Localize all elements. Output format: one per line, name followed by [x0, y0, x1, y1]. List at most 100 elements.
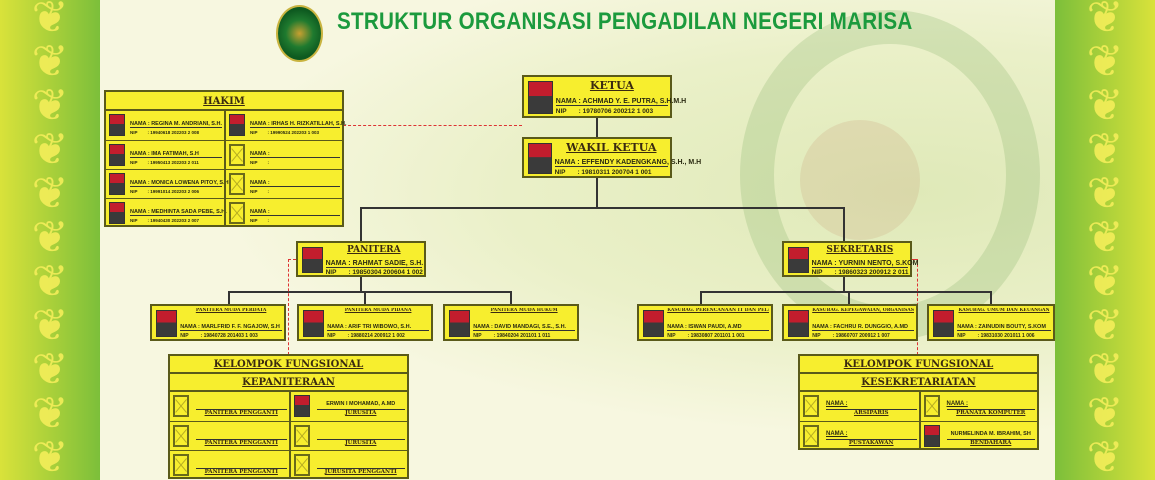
hakim-member[interactable]: NAMA : NIP: [224, 198, 342, 227]
hakim-member[interactable]: NAMA : MONICA LOWENA PITOY, S.H. NIP: 19… [106, 169, 230, 198]
nip-label: NIP [250, 218, 258, 223]
hakim-member[interactable]: NAMA : REGINA M. ANDRIANI, S.H. NIP: 199… [106, 111, 224, 140]
ketua-card[interactable]: KETUA NAMA : ACHMAD Y. E. PUTRA, S.H.M.H… [522, 75, 686, 118]
role-label: JURUSITA PENGGANTI [324, 469, 397, 475]
position-title: KETUA [589, 79, 634, 92]
panitera-muda-pidana-card[interactable]: PANITERA MUDA PIDANA NAMA : ARIF TRI WIB… [297, 304, 433, 341]
fungsional-cell[interactable]: PANITERA PENGGANTI [170, 450, 289, 479]
position-title: SEKRETARIS [826, 245, 894, 255]
name-label: NAMA : [130, 121, 150, 127]
nip-row: NIP: 19840204 201101 1 011 [473, 333, 550, 339]
hakim-member[interactable]: NAMA : MEDHINTA SADA PEBE, S.H. NIP: 199… [106, 198, 227, 227]
name-label: NAMA : [250, 151, 270, 157]
nip-row: NIP: 19810311 200704 1 001 [555, 169, 652, 176]
panitera-card[interactable]: PANITERA NAMA : RAHMAT SADIE, S.H. NIP: … [296, 241, 426, 277]
photo-placeholder-icon [229, 173, 245, 195]
fungsional-cell[interactable]: NAMA : PRANATA KOMPUTER [918, 392, 1038, 421]
fungsional-cell[interactable]: JURUSITA [288, 421, 407, 450]
nip-value: : 19840728 201403 1 003 [200, 332, 258, 339]
nip-row: NIP: [250, 189, 269, 194]
name-label: NAMA : [667, 323, 687, 330]
ornament-icon: ❦ [1086, 169, 1124, 218]
portrait-photo [528, 81, 553, 114]
hakim-member[interactable]: NAMA : NIP: [224, 140, 342, 169]
ornament-icon: ❦ [31, 389, 69, 438]
hakim-panel: HAKIM NAMA : REGINA M. ANDRIANI, S.H. NI… [104, 90, 347, 227]
hakim-member[interactable]: NAMA : IRHAS H. RIZKATILLAH, S.H. NIP: 1… [224, 111, 347, 140]
person-name: NURMELINDA M. IBRAHIM, SH [946, 431, 1035, 440]
nip-row: NIP: 19830807 201101 1 001 [667, 333, 744, 339]
kasubag-kepegawaian-card[interactable]: KASUBAG. KEPEGAWAIAN, ORGANISASI DAN TAT… [782, 304, 918, 341]
name-row: NAMA : FACHRU R. DUNGGIO, A.MD [812, 324, 914, 331]
nip-value: : 19780706 200212 1 003 [578, 107, 654, 115]
fungsional-cell[interactable]: NURMELINDA M. IBRAHIM, SH BENDAHARA [918, 421, 1037, 450]
connector [510, 291, 512, 304]
fungsional-cell[interactable]: NAMA : ARSIPARIS [800, 392, 919, 421]
watermark-seal-emblem [800, 120, 920, 240]
connector [990, 291, 992, 304]
kasubag-umum-keuangan-card[interactable]: KASUBAG. UMUM DAN KEUANGAN NAMA : ZAINUD… [927, 304, 1055, 341]
nip-label: NIP [250, 130, 258, 135]
nip-row: NIP: 19831030 201011 1 006 [957, 333, 1034, 339]
hakim-member[interactable]: NAMA : NIP: [224, 169, 342, 198]
name-row: NAMA : RAHMAT SADIE, S.H. [325, 260, 423, 269]
connector [360, 207, 362, 241]
ornament-icon: ❦ [1086, 37, 1124, 86]
name-label: NAMA : [473, 323, 493, 330]
kasubag-perencanaan-card[interactable]: KASUBAG. PERENCANAAN IT DAN PELAPORAN NA… [637, 304, 773, 341]
portrait-photo [302, 247, 323, 273]
nip-value: : [267, 160, 270, 165]
name-label: NAMA : [555, 97, 581, 105]
wakil-ketua-card[interactable]: WAKIL KETUA NAMA : EFFENDY KADENGKANG, S… [522, 137, 701, 178]
ornament-icon: ❦ [1086, 81, 1124, 130]
portrait-photo [449, 310, 471, 337]
panitera-muda-perdata-card[interactable]: PANITERA MUDA PERDATA NAMA : MARLFRID F.… [150, 304, 286, 341]
nip-row: NIP: 19991014 202203 2 006 [130, 189, 199, 194]
connector [700, 291, 992, 293]
person-name: DAVID MANDAGI, S.E., S.H. [494, 323, 567, 330]
photo-placeholder-icon [293, 425, 310, 447]
person-name: IMA FATIMAH, S.H [151, 151, 199, 157]
nip-value: : 19830807 201101 1 001 [687, 332, 745, 339]
ornament-icon: ❦ [31, 37, 69, 86]
nip-row: NIP: 19990524 202203 1 003 [250, 130, 319, 135]
fungsional-cell[interactable]: PANITERA PENGGANTI [170, 421, 289, 450]
nip-label: NIP [250, 160, 258, 165]
name-row: NAMA : DAVID MANDAGI, S.E., S.H. [473, 324, 575, 331]
person-name: MARLFRID F. F. NGAJOW, S.H [201, 323, 280, 330]
name-row: NAMA : MEDHINTA SADA PEBE, S.H. [130, 209, 227, 216]
nip-label: NIP [180, 332, 189, 339]
person-name [316, 431, 405, 440]
nip-value: : 19940430 202203 2 007 [147, 218, 200, 223]
person-name: IRHAS H. RIZKATILLAH, S.H. [271, 121, 347, 127]
sekretaris-card[interactable]: SEKRETARIS NAMA : YURNIN NENTO, S.KOM NI… [782, 241, 918, 277]
name-label: NAMA : [250, 180, 270, 186]
portrait-photo [229, 114, 245, 136]
name-row: NAMA : ISWAN PAUDI, A.MD [667, 324, 769, 331]
photo-placeholder-icon [229, 202, 245, 224]
name-row: NAMA : IMA FATIMAH, S.H [130, 151, 222, 158]
fungsional-cell[interactable]: NAMA : PUSTAKAWAN [800, 421, 919, 450]
panitera-muda-hukum-card[interactable]: PANITERA MUDA HUKUM NAMA : DAVID MANDAGI… [443, 304, 579, 341]
hakim-member[interactable]: NAMA : IMA FATIMAH, S.H NIP: 19950413 20… [106, 140, 224, 169]
connector [843, 277, 845, 292]
nip-row: NIP: [250, 218, 269, 223]
role-label: BENDAHARA [970, 440, 1012, 446]
portrait-photo [788, 247, 809, 273]
ornament-icon: ❦ [31, 0, 69, 42]
connector [843, 207, 845, 241]
connector [700, 291, 702, 304]
name-label: NAMA : [811, 260, 837, 268]
dashed-connector [288, 259, 296, 355]
nip-value: : 19831030 201011 1 006 [977, 332, 1035, 339]
nip-value: : 19991014 202203 2 006 [147, 189, 200, 194]
fungsional-cell[interactable]: JURUSITA PENGGANTI [288, 450, 407, 479]
name-label: NAMA : [130, 151, 150, 157]
fungsional-cell[interactable]: ERWIN I MOHAMAD, A.MD JURUSITA [288, 392, 408, 421]
portrait-photo [303, 310, 325, 337]
court-logo [276, 5, 323, 62]
ornament-icon: ❦ [1086, 433, 1124, 480]
nip-label: NIP [812, 332, 821, 339]
ornament-icon: ❦ [31, 213, 69, 262]
fungsional-cell[interactable]: PANITERA PENGGANTI [170, 392, 289, 421]
